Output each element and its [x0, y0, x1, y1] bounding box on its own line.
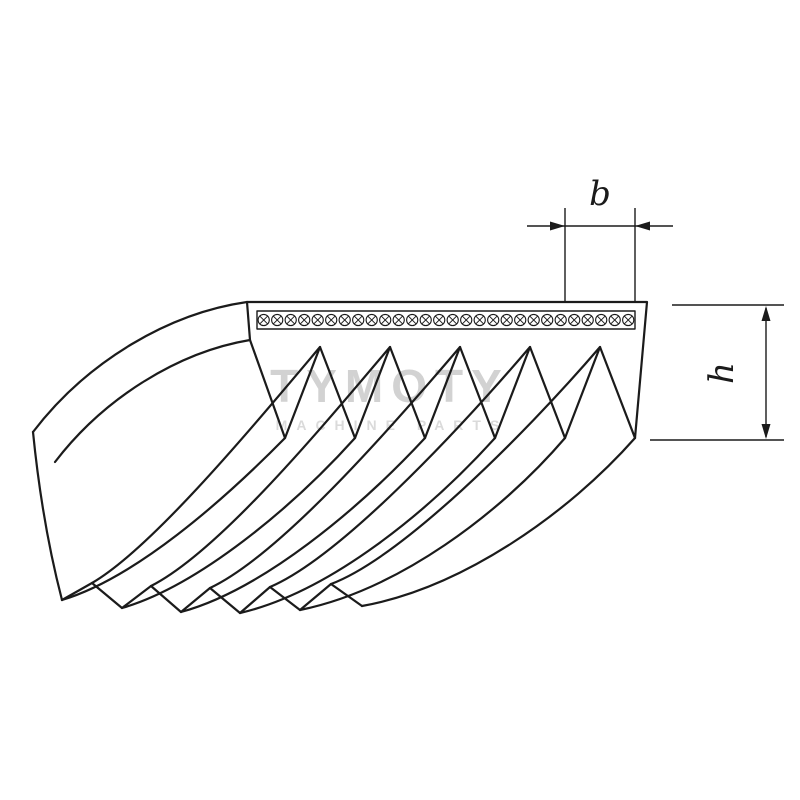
rib-tip-curve	[238, 436, 497, 615]
dimension-b-arrow-right	[635, 221, 650, 231]
belt-back-outer-curve	[31, 300, 249, 434]
dimension-h-arrow-bottom	[761, 424, 771, 439]
rib-groove-curve	[90, 345, 322, 585]
dimension-b-arrow-left	[550, 221, 565, 231]
rib-groove-curve	[208, 345, 462, 590]
rib-tip-curve	[60, 436, 287, 602]
watermark: TYMOTY MACHINE PARTS	[270, 360, 510, 433]
rib-tip-curve	[360, 436, 637, 608]
watermark-title: TYMOTY	[270, 360, 510, 412]
rib-tip-curve	[179, 436, 427, 614]
belt-back-inner-curve	[53, 338, 252, 464]
dimension-h-label: h	[702, 362, 742, 384]
watermark-subtitle: MACHINE PARTS	[276, 417, 509, 433]
belt-line-art	[31, 300, 649, 615]
rib-groove-curve	[149, 345, 392, 588]
rib-tip-curve	[298, 436, 567, 612]
belt-left-edge-curve	[31, 430, 64, 602]
rib-bottom-tips	[60, 581, 364, 615]
rib-groove-curve	[268, 345, 532, 589]
rib-tip-curve	[120, 436, 357, 610]
dimension-b	[527, 208, 673, 303]
dimension-h-arrow-top	[761, 306, 771, 321]
rib-groove-curve	[329, 345, 602, 586]
dimension-h	[650, 304, 784, 441]
dimension-b-label: b	[589, 174, 611, 214]
belt-fabric-band	[256, 310, 636, 330]
